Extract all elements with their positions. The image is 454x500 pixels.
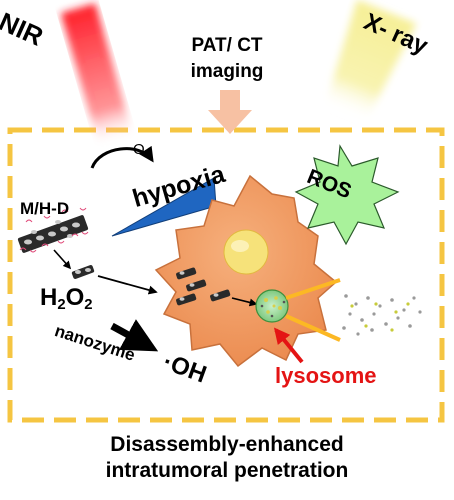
nanofragment-cluster bbox=[71, 265, 95, 279]
cell-nucleus bbox=[223, 229, 269, 275]
h2o2-label: H2O2 bbox=[40, 284, 93, 313]
nucleus-highlight bbox=[231, 240, 249, 252]
imaging-arrow bbox=[208, 90, 252, 134]
hypoxia-wedge bbox=[111, 177, 217, 237]
released-particles-yellow bbox=[350, 302, 410, 332]
xray-beam bbox=[325, 0, 417, 122]
nir-beam bbox=[60, 3, 134, 148]
catalysis-arrow bbox=[110, 319, 159, 352]
caption-line2: intratumoral penetration bbox=[105, 459, 349, 482]
intracellular-fragments bbox=[176, 267, 231, 306]
caption-line1: Disassembly-enhanced bbox=[110, 433, 344, 456]
lysosome bbox=[255, 289, 289, 323]
dashed-boundary bbox=[7, 127, 445, 423]
release-rods bbox=[285, 278, 341, 342]
oxygen-symbol: O bbox=[133, 141, 145, 158]
mhd-label: M/H-D bbox=[20, 199, 70, 218]
penetration-arrow bbox=[97, 275, 158, 295]
imaging-label-line2: imaging bbox=[190, 61, 264, 82]
h2o2-o: O bbox=[65, 284, 85, 311]
lysosome-label: lysosome bbox=[275, 363, 377, 388]
released-particles bbox=[342, 294, 422, 336]
h2o2-o-subscript: 2 bbox=[84, 296, 93, 313]
oxygen-subscript: 2 bbox=[144, 148, 150, 159]
h2o2-h: H bbox=[40, 284, 58, 311]
lysosome-pointer-arrow bbox=[273, 327, 304, 364]
imaging-label-line1: PAT/ CT bbox=[191, 35, 263, 56]
h2o2-h-subscript: 2 bbox=[57, 296, 66, 313]
o2-curved-arrow bbox=[90, 145, 154, 169]
oxygen-label: O2 bbox=[133, 141, 150, 159]
mhd-nanosheet bbox=[17, 207, 89, 253]
ros-starburst bbox=[294, 144, 400, 246]
lysosome-entry-arrow bbox=[231, 297, 258, 307]
disassembly-arrow bbox=[53, 249, 72, 270]
